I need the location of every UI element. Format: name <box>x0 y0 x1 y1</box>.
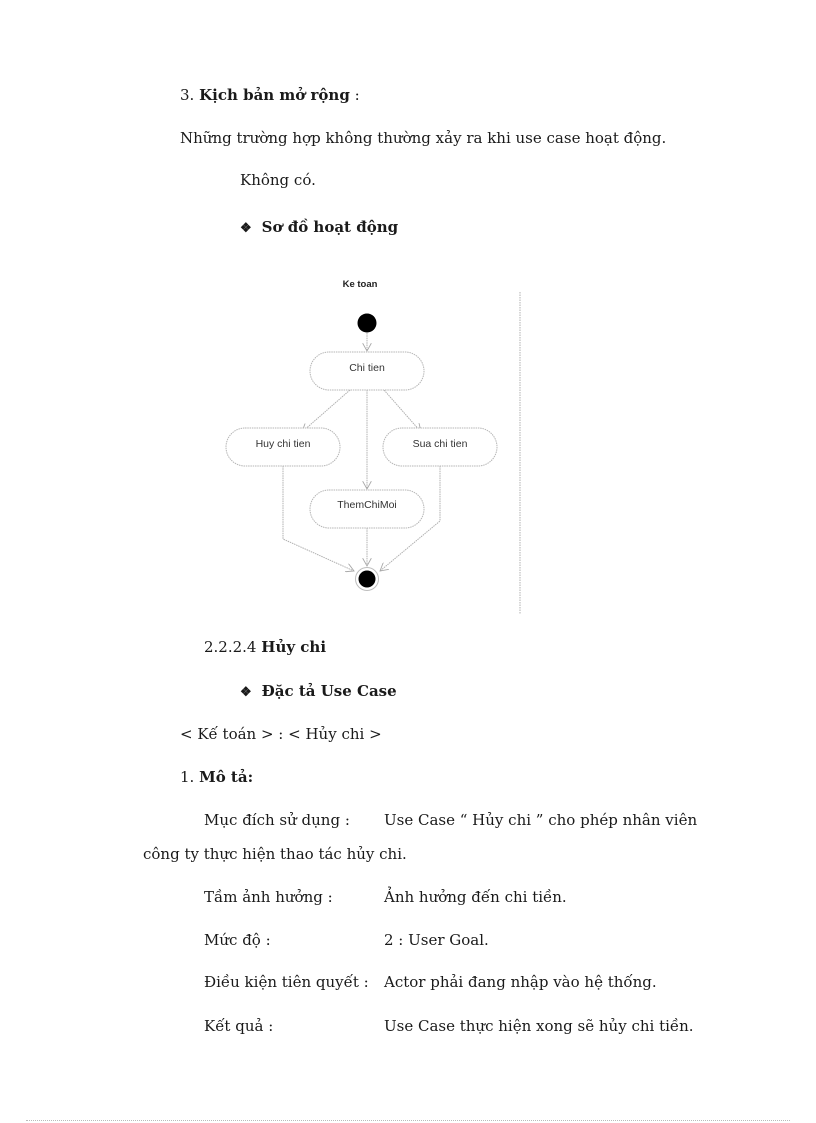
activity-them-chi-moi-label: ThemChiMoi <box>337 499 397 511</box>
field-value-purpose: Use Case “ Hủy chi ” cho phép nhân viên <box>384 811 698 829</box>
diamond-bullet-icon: ❖ <box>240 221 252 236</box>
section-3-title: Kịch bản mở rộng <box>199 86 350 104</box>
activity-chi-tien <box>309 351 425 391</box>
section-3-number: 3. <box>180 86 195 104</box>
activity-diagram-title: Sơ đồ hoạt động <box>261 218 399 236</box>
field-label-purpose: Mục đích sử dụng : <box>204 811 350 829</box>
activity-sua-chi-tien <box>382 427 498 467</box>
edge-huy-to-end <box>282 466 354 571</box>
section-3-description: Những trường hợp không thường xảy ra khi… <box>180 129 667 147</box>
field-label-precondition: Điều kiện tiên quyết : <box>204 973 369 991</box>
section-3-heading: 3. Kịch bản mở rộng : <box>180 85 360 105</box>
field-label-impact: Tầm ảnh hưởng : <box>204 888 333 906</box>
activity-diagram-heading: ❖ Sơ đồ hoạt động <box>240 217 398 239</box>
section-2224-title: Hủy chi <box>261 638 327 656</box>
field-value-precondition: Actor phải đang nhập vào hệ thống. <box>384 973 657 991</box>
section-2224-number: 2.2.2.4 <box>204 638 257 656</box>
field-value-result: Use Case thực hiện xong sẽ hủy chi tiền. <box>384 1017 694 1035</box>
activity-chi-tien-label: Chi tien <box>349 362 385 374</box>
field-value-impact: Ảnh hưởng đến chi tiền. <box>384 888 567 906</box>
activity-diagram: Ke toan Chi tien Huy chi tien Sua chi ti… <box>225 279 521 614</box>
activity-huy-chi-tien <box>225 427 341 467</box>
diamond-bullet-icon: ❖ <box>240 685 252 700</box>
description-heading: 1. Mô tả: <box>180 767 253 787</box>
activity-huy-chi-tien-label: Huy chi tien <box>256 438 311 450</box>
initial-node-icon <box>357 313 377 333</box>
field-label-result: Kết quả : <box>204 1017 274 1035</box>
field-value-level: 2 : User Goal. <box>384 931 489 949</box>
section-3-colon: : <box>354 86 360 104</box>
swimlane-label: Ke toan <box>343 279 378 290</box>
edge-chi-tien-to-huy <box>302 389 351 432</box>
section-2224-heading: 2.2.2.4 Hủy chi <box>204 637 326 657</box>
usecase-spec-heading: ❖ Đặc tả Use Case <box>240 681 397 703</box>
page-bottom-border <box>26 1120 790 1121</box>
activity-them-chi-moi <box>309 489 425 529</box>
final-node-icon <box>358 570 376 588</box>
actor-usecase-line: < Kế toán > : < Hủy chi > <box>180 725 382 743</box>
field-value-purpose-continuation: công ty thực hiện thao tác hủy chi. <box>143 845 407 863</box>
section-3-value: Không có. <box>240 171 316 189</box>
edge-chi-tien-to-sua <box>383 389 421 432</box>
field-label-level: Mức độ : <box>204 931 271 949</box>
description-number: 1. <box>180 768 195 786</box>
activity-sua-chi-tien-label: Sua chi tien <box>413 438 468 450</box>
description-title: Mô tả: <box>199 768 254 786</box>
usecase-spec-title: Đặc tả Use Case <box>261 682 397 700</box>
edge-sua-to-end <box>380 466 441 571</box>
